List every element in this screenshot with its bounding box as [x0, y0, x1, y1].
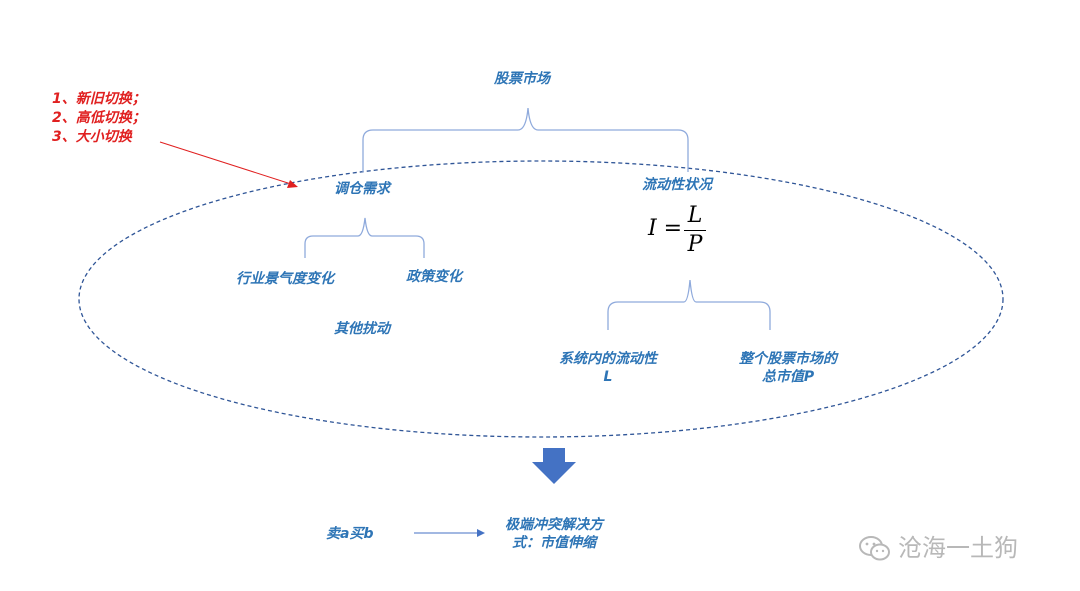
annotation-arrow-head: [287, 180, 298, 188]
formula-bar: [684, 230, 706, 231]
node-liquidity-status: 流动性状况: [642, 177, 712, 193]
node-total-market-value-line2: 总市值P: [761, 369, 815, 385]
node-internal-liquidity-label: 系统内的流动性: [559, 351, 657, 367]
watermark: 沧海一土狗: [858, 528, 1018, 563]
annotation-item-2: 2、高低切换；: [52, 110, 146, 126]
down-arrow: [532, 448, 576, 484]
formula-lhs: I =: [648, 216, 683, 241]
top-brace: [362, 107, 689, 172]
watermark-text: 沧海一土狗: [898, 534, 1018, 562]
node-rebalance-demand: 调仓需求: [334, 181, 390, 197]
node-industry-cycle: 行业景气度变化: [236, 271, 334, 287]
formula-numerator: L: [687, 203, 703, 228]
node-resolution-line1: 极端冲突解决方: [505, 517, 603, 533]
node-other-disturbance: 其他扰动: [334, 321, 390, 337]
liquidity-brace: [607, 279, 771, 330]
node-total-market-value-line1: 整个股票市场的: [739, 351, 837, 367]
formula-denominator: P: [687, 232, 703, 257]
node-sell-buy: 卖a买b: [326, 526, 374, 542]
node-stock-market: 股票市场: [494, 71, 550, 87]
right-arrow-head: [477, 529, 485, 537]
wechat-icon: [859, 536, 890, 561]
annotation-item-1: 1、新旧切换；: [52, 91, 146, 107]
node-resolution-line2: 式：市值伸缩: [512, 535, 596, 551]
node-internal-liquidity: 系统内的流动性 L: [548, 350, 668, 386]
node-resolution: 极端冲突解决方 式：市值伸缩: [492, 516, 616, 552]
node-policy-change: 政策变化: [406, 269, 462, 285]
annotation-arrow-line: [159, 141, 292, 185]
node-internal-liquidity-symbol: L: [603, 369, 613, 385]
formula-fraction: L P: [684, 204, 706, 257]
annotation-item-3: 3、大小切换: [52, 129, 132, 145]
node-total-market-value: 整个股票市场的 总市值P: [726, 350, 850, 386]
liquidity-formula: I = L P: [648, 204, 708, 257]
dashed-ellipse: [78, 160, 1004, 438]
rebalance-brace: [304, 217, 425, 258]
